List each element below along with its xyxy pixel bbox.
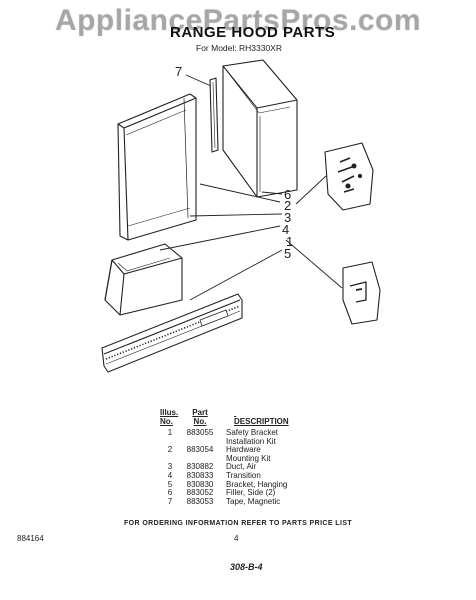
hardware-kit-detail: [324, 142, 374, 211]
callout-2: 2: [284, 198, 291, 213]
leader-lines: [159, 74, 343, 301]
callout-6: 6: [284, 187, 291, 202]
header-description: DESCRIPTION: [234, 417, 289, 426]
magnetic-tape-part: [209, 77, 219, 153]
callout-5: 5: [284, 246, 291, 261]
transition-part: [104, 243, 183, 316]
table-row: 7 883053 Tape, Magnetic: [167, 496, 281, 506]
hanging-bracket-part: [101, 293, 243, 373]
table-row: 6 883052 Filler, Side (2): [167, 488, 276, 498]
table-row: 3 830882 Duct, Air: [167, 462, 257, 472]
model-label: For Model: RH3330XR: [196, 43, 282, 53]
header-illus: Illus. No.: [160, 408, 179, 426]
side-filler-box-part: [222, 59, 298, 198]
page-number: 4: [234, 534, 239, 543]
table-row: 5 830830 Bracket, Hanging: [167, 479, 288, 489]
header-part: Part No.: [192, 408, 208, 426]
ordering-note: FOR ORDERING INFORMATION REFER TO PARTS …: [124, 520, 353, 527]
callout-1: 1: [286, 234, 293, 249]
exploded-parts-diagram: 7 6 2 3 4 1 5: [101, 59, 381, 373]
handwritten-note: 308-B-4: [230, 562, 263, 572]
parts-table: Illus. No. Part No. DESCRIPTION 1 883055…: [160, 408, 310, 506]
callout-7: 7: [175, 64, 182, 79]
parts-table-body: 1 883055 Safety Bracket Installation Kit…: [160, 428, 310, 506]
air-duct-part: [117, 93, 197, 241]
parts-table-header: Illus. No. Part No. DESCRIPTION: [160, 408, 310, 426]
table-row: 2 883054 Hardware Mounting Kit: [167, 445, 271, 463]
table-row: 4 830833 Transition: [167, 470, 261, 480]
callout-3: 3: [284, 210, 291, 225]
safety-bracket-detail: [342, 261, 381, 325]
reference-number: 884164: [17, 534, 44, 543]
callout-4: 4: [282, 222, 289, 237]
table-row: 1 883055 Safety Bracket Installation Kit: [167, 428, 279, 446]
watermark: AppliancePartsPros.com: [54, 4, 422, 37]
page-title: RANGE HOOD PARTS: [170, 24, 336, 41]
